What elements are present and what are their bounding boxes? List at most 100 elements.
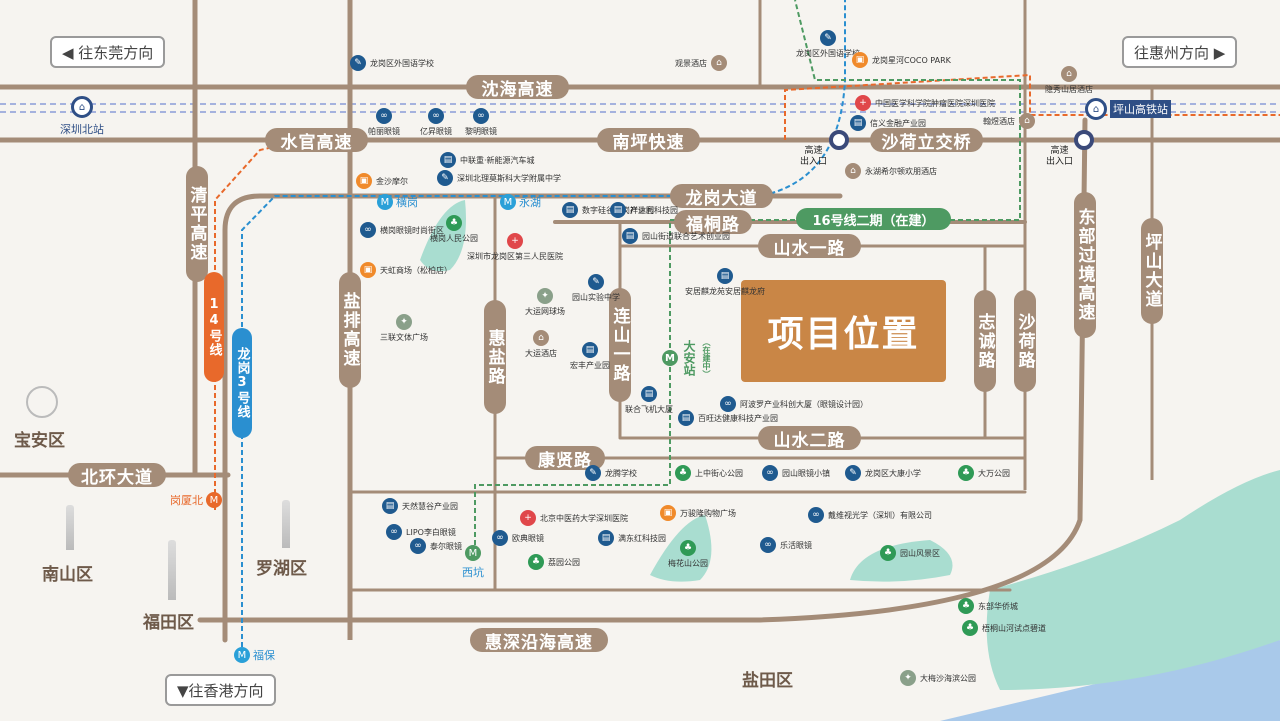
poi-item[interactable]: ▤天然慧谷产业园 [382, 498, 458, 514]
office-icon: ▤ [850, 115, 866, 131]
poi-item[interactable]: ♣梧桐山河试点碧道 [962, 620, 1046, 636]
poi-item[interactable]: ∞横岗眼镜时尚街区 [360, 222, 444, 238]
poi-item[interactable]: ▤满东红科技园 [598, 530, 666, 546]
train-station-icon: ⌂ [1085, 98, 1107, 120]
poi-item[interactable]: ♣梅花山公园 [668, 540, 708, 569]
glasses-icon: ∞ [762, 465, 778, 481]
poi-item[interactable]: ▤中联重·新能源汽车城 [440, 152, 535, 168]
poi-label: 北京中医药大学深圳医院 [540, 513, 628, 523]
poi-item[interactable]: ⌂观景酒店 [675, 55, 727, 71]
hotel-icon: ⌂ [711, 55, 727, 71]
poi-item[interactable]: ♣横岗人民公园 [430, 215, 478, 244]
station-pingshan-hsr[interactable]: ⌂ 坪山高铁站 [1085, 98, 1171, 120]
poi-item[interactable]: ▣万骏隆购物广场 [660, 505, 736, 521]
poi-item[interactable]: ✎园山实验中学 [572, 274, 620, 303]
poi-item[interactable]: ⌂大运酒店 [525, 330, 557, 359]
office-icon: ▤ [622, 228, 638, 244]
poi-item[interactable]: ∞亿昇眼镜 [420, 108, 452, 137]
poi-label: 三联文体广场 [380, 333, 428, 342]
poi-item[interactable]: ∞泰尔眼镜 [410, 538, 462, 554]
poi-item[interactable]: ♣ 荔园公园 [528, 554, 580, 570]
road-longgang: 龙岗大道 [670, 184, 773, 209]
poi-label: 黎明眼镜 [465, 127, 497, 136]
poi-label: 泰尔眼镜 [430, 541, 462, 551]
poi-item[interactable]: ▤联合飞机大厦 [625, 386, 673, 415]
poi-item[interactable]: ▣天虹商场（松柏店） [360, 262, 452, 278]
park-icon: ♣ [680, 540, 696, 556]
park-icon: ♣ [675, 465, 691, 481]
poi-item[interactable]: ▣ 金沙摩尔 [356, 173, 408, 189]
poi-item[interactable]: ∞LIPO李白眼镜 [386, 524, 456, 540]
train-station-icon: ⌂ [71, 96, 93, 118]
poi-item[interactable]: +深圳市龙岗区第三人民医院 [467, 233, 563, 262]
poi-item[interactable]: ♣东部华侨城 [958, 598, 1018, 614]
poi-label: 荔园公园 [548, 557, 580, 567]
poi-item[interactable]: ✎龙岗区外国语学校 [350, 55, 434, 71]
poi-item[interactable]: ♣园山风景区 [880, 545, 940, 561]
office-icon: ▤ [440, 152, 456, 168]
poi-item[interactable]: ▤百旺达健康科技产业园 [678, 410, 778, 426]
poi-item[interactable]: ∞帕丽眼镜 [368, 108, 400, 137]
poi-item[interactable]: ⌂隐秀山居酒店 [1045, 66, 1093, 95]
mall-icon: ▣ [660, 505, 676, 521]
poi-item[interactable]: ▣龙岗星河COCO PARK [852, 52, 951, 68]
station-gangxiabei[interactable]: 岗厦北 M [170, 492, 222, 508]
highway-exit-label-right: 高速 出入口 [1046, 146, 1074, 167]
poi-item[interactable]: ♣大万公园 [958, 465, 1010, 481]
poi-item[interactable]: ✦大运网球场 [525, 288, 565, 317]
park-icon: ♣ [528, 554, 544, 570]
poi-item[interactable]: ∞乐活眼镜 [760, 537, 812, 553]
poi-item[interactable]: ▤安居麒龙苑安居麒龙府 [685, 268, 765, 297]
station-xikeng[interactable]: M 西坑 [462, 545, 484, 580]
sports-icon: ✦ [396, 314, 412, 330]
poi-item[interactable]: +中国医学科学院肿瘤医院深圳医院 [855, 95, 995, 111]
station-daan[interactable]: M 大安站 （在建中） [662, 338, 712, 378]
poi-item[interactable]: +北京中医药大学深圳医院 [520, 510, 628, 526]
poi-label: 祥达利科技园 [630, 205, 678, 215]
tower-icon [66, 505, 74, 550]
poi-item[interactable]: ♣上中街心公园 [675, 465, 743, 481]
station-yonghu[interactable]: M 永湖 [500, 194, 541, 210]
poi-label: 金沙摩尔 [376, 176, 408, 186]
station-henggang[interactable]: M 横岗 [377, 194, 418, 210]
poi-label: 园山风景区 [900, 548, 940, 558]
poi-item[interactable]: ▤园山街道联合艺术创业园 [622, 228, 730, 244]
poi-label: 横岗人民公园 [430, 234, 478, 243]
dongguan-direction-button[interactable]: ◀ 往东莞方向 [50, 36, 166, 68]
poi-item[interactable]: ✎龙腾学校 [585, 465, 637, 481]
school-icon: ✎ [588, 274, 604, 290]
poi-item[interactable]: ✎龙岗区大康小学 [845, 465, 921, 481]
poi-item[interactable]: ✦ 三联文体广场 [380, 314, 428, 343]
poi-item[interactable]: ▤祥达利科技园 [610, 202, 678, 218]
poi-item[interactable]: ∞戴维视光学（深圳）有限公司 [808, 507, 932, 523]
station-gangxiabei-label: 岗厦北 [170, 494, 203, 507]
hongkong-direction-button[interactable]: ▼往香港方向 [165, 674, 276, 706]
poi-label: 大万公园 [978, 468, 1010, 478]
road-qingping: 清平高速 [186, 166, 208, 282]
poi-label: 亿昇眼镜 [420, 127, 452, 136]
huizhou-direction-button[interactable]: 往惠州方向 ▶ [1122, 36, 1238, 68]
station-shenzhen-north[interactable]: ⌂ 深圳北站 [60, 96, 104, 137]
mall-icon: ▣ [852, 52, 868, 68]
poi-item[interactable]: ⌂永湖希尔顿欢朋酒店 [845, 163, 937, 179]
poi-item[interactable]: ∞欧典眼镜 [492, 530, 544, 546]
poi-item[interactable]: ✎龙岗区外国语学校 [796, 30, 860, 59]
hospital-icon: + [507, 233, 523, 249]
school-icon: ✎ [820, 30, 836, 46]
poi-item[interactable]: ∞阿波罗产业科创大厦（眼镜设计园） [720, 396, 868, 412]
project-location[interactable]: 项目位置 [741, 280, 946, 382]
road-shanshui1: 山水一路 [758, 234, 861, 259]
road-shanshui2: 山水二路 [758, 426, 861, 451]
mall-icon: ▣ [356, 173, 372, 189]
poi-item[interactable]: ✦大梅沙海滨公园 [900, 670, 976, 686]
poi-item[interactable]: ∞黎明眼镜 [465, 108, 497, 137]
poi-item[interactable]: ⌂翰煜酒店 [983, 113, 1035, 129]
poi-item[interactable]: ▤宏丰产业园 [570, 342, 610, 371]
office-icon: ▤ [582, 342, 598, 358]
station-fubao[interactable]: M 福保 [234, 647, 275, 663]
poi-item[interactable]: ∞园山眼镜小镇 [762, 465, 830, 481]
park-icon: ♣ [958, 598, 974, 614]
poi-item[interactable]: ▤信义金融产业园 [850, 115, 926, 131]
poi-item[interactable]: ✎深圳北理莫斯科大学附属中学 [437, 170, 561, 186]
